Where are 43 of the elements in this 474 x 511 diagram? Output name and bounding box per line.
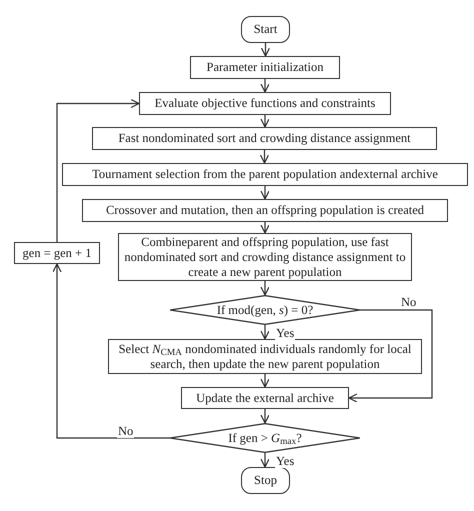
arrow: [260, 281, 270, 296]
arrow: [260, 186, 270, 200]
process-box: [139, 92, 391, 115]
arrow: [260, 43, 270, 57]
node-text: Combineparent and offspring population, use fast nondominated sort and crowding distance assignment to create a new parent population: [123, 234, 407, 280]
node-text: Parameter initialization: [206, 60, 324, 75]
arrow: [260, 222, 270, 234]
process-box: [181, 387, 349, 409]
arrow: [260, 79, 270, 93]
node-text: gen = gen + 1: [22, 246, 92, 260]
arrow: [260, 115, 270, 128]
arrow: [260, 409, 270, 424]
node-text: Crossover and mutation, then an offspring population is created: [106, 203, 424, 218]
node-text: If mod(gen, s) = 0?: [216, 302, 314, 318]
process-box: [14, 242, 100, 264]
process-box: [92, 127, 437, 150]
node-text: Start: [254, 22, 278, 37]
arrow: [56, 98, 140, 242]
node-text: Fast nondominated sort and crowding distance assignment: [118, 131, 411, 146]
edge-label: No: [117, 424, 134, 438]
terminal-box: [241, 16, 290, 43]
node-text: If gen > G$_{max}$?: [228, 430, 302, 446]
arrow: [260, 374, 270, 388]
arrow: [260, 150, 270, 164]
node-text: Update the external archive: [196, 390, 334, 406]
edge-label: Yes: [275, 326, 296, 340]
process-box: [108, 339, 422, 374]
edge-label: Yes: [275, 454, 296, 468]
decision-diamond: [170, 423, 360, 453]
arrow: [260, 453, 270, 468]
arrow: [52, 263, 170, 439]
process-box: [62, 163, 468, 186]
edge-label: No: [400, 295, 418, 309]
process-box: [190, 56, 340, 79]
arrow: [260, 325, 270, 340]
node-text: Evaluate objective functions and constraints: [154, 96, 376, 111]
node-text: Tournament selection from the parent population andexternal archive: [92, 167, 438, 182]
node-text: Select N$_{CMA}$ nondominated individuals randomly for local search, then update the new parent population: [118, 342, 412, 372]
terminal-box: [241, 467, 290, 494]
arrow: [348, 309, 433, 403]
process-box: [82, 199, 448, 222]
decision-diamond: [170, 295, 360, 325]
node-text: Stop: [254, 473, 277, 488]
